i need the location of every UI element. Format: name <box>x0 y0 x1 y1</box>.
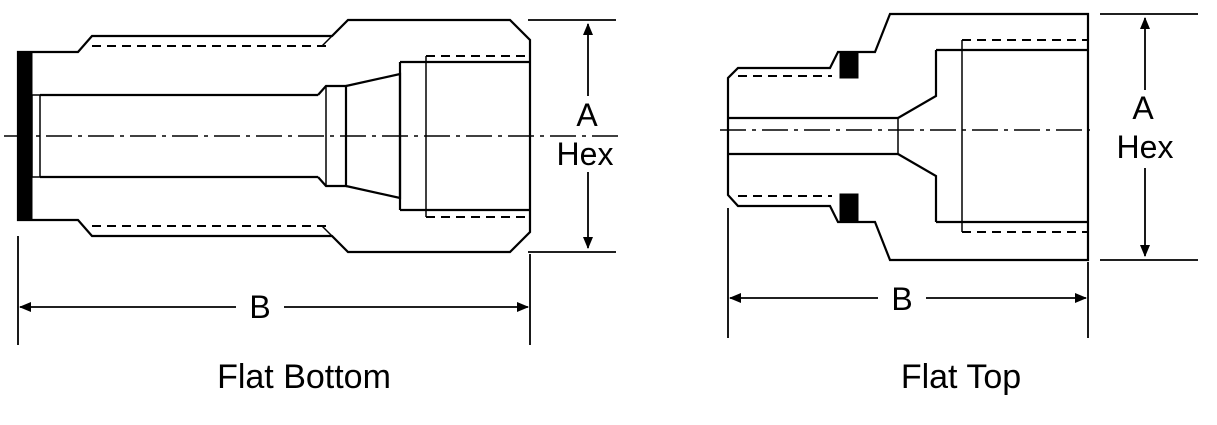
flat-bottom-thread-end-bottom <box>321 225 333 237</box>
flat-top-seal-bottom <box>839 193 859 223</box>
flat-top-figure: A Hex B Flat Top <box>720 12 1198 396</box>
flat-top-a-label: Hex <box>1117 129 1174 165</box>
flat-top-caption: Flat Top <box>901 358 1021 396</box>
flat-top-seal-top <box>839 51 859 79</box>
flat-bottom-b-letter: B <box>249 289 270 325</box>
flat-bottom-caption: Flat Bottom <box>217 358 391 396</box>
flat-top-b-letter: B <box>891 281 912 317</box>
flat-bottom-body-outline <box>16 18 532 254</box>
flat-bottom-figure: A Hex B Flat Bottom <box>4 18 620 396</box>
flat-bottom-a-label: Hex <box>557 136 614 172</box>
flat-top-cone <box>897 50 938 222</box>
flat-bottom-thread-end-top <box>321 35 333 47</box>
flat-bottom-a-letter: A <box>576 97 598 133</box>
flat-top-a-letter: A <box>1132 90 1154 126</box>
flat-top-counterbore <box>936 48 1088 224</box>
